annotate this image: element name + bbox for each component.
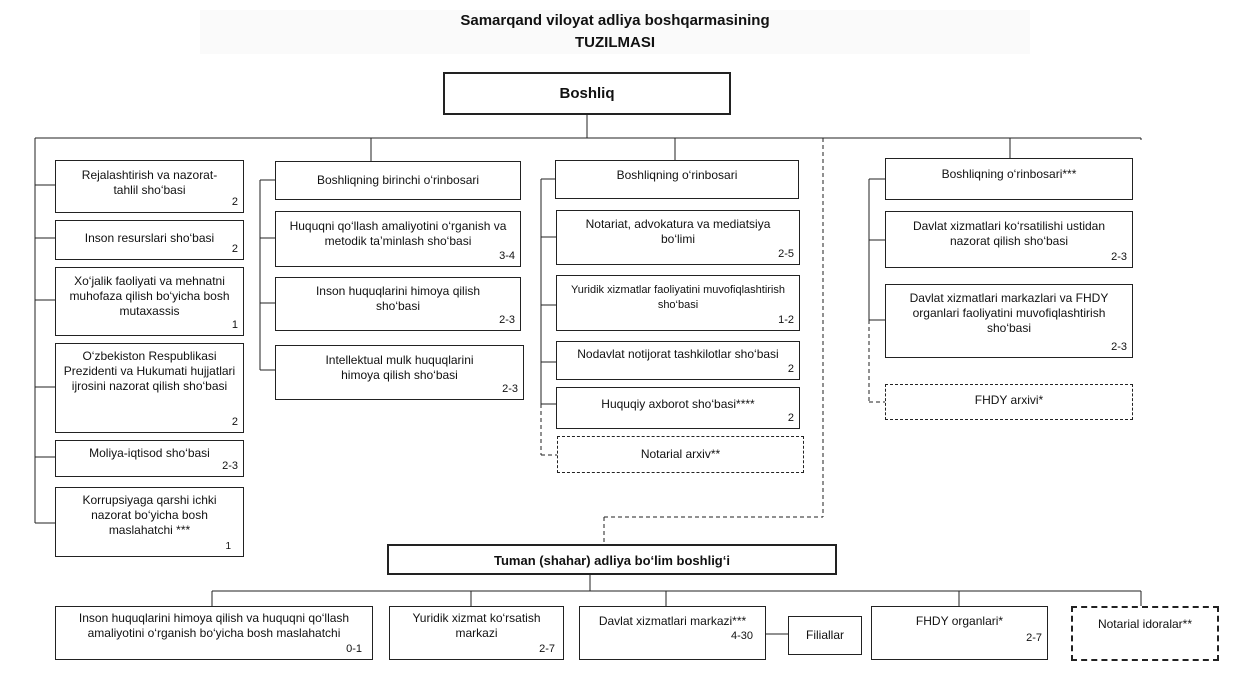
first-deputy-label: Boshliqning birinchi o‘rinbosari bbox=[316, 173, 480, 187]
unit-label: O‘zbekiston Respublikasi Prezidenti va H… bbox=[63, 349, 236, 393]
deputy2-unit-1: Davlat xizmatlari ko‘rsatilishi ustidan … bbox=[885, 211, 1133, 268]
unit-staff: 0-1 bbox=[346, 643, 362, 655]
deputy-unit-4: Huquqiy axborot sho‘basi**** 2 bbox=[556, 387, 800, 429]
unit-label: Moliya-iqtisod sho‘basi bbox=[89, 446, 210, 460]
unit-staff: 2-5 bbox=[778, 248, 794, 260]
head-box: Boshliq bbox=[443, 72, 731, 115]
deputy-unit-3: Nodavlat notijorat tashkilotlar sho‘basi… bbox=[556, 341, 800, 380]
unit-label: Nodavlat notijorat tashkilotlar sho‘basi bbox=[577, 347, 779, 361]
notarial-archive-box: Notarial arxiv** bbox=[557, 436, 804, 473]
unit-staff: 1-2 bbox=[778, 314, 794, 326]
deputy-box: Boshliqning o‘rinbosari bbox=[555, 160, 799, 199]
unit-label: Davlat xizmatlari markazlari va FHDY org… bbox=[909, 291, 1109, 335]
unit-label: Yuridik xizmat ko‘rsatish markazi bbox=[412, 611, 541, 640]
unit-staff: 2 bbox=[231, 243, 238, 255]
unit-label: Yuridik xizmatlar faoliyatini muvofiqlas… bbox=[571, 284, 785, 311]
unit-staff: 4-30 bbox=[730, 630, 753, 642]
district-unit-2: Yuridik xizmat ko‘rsatish markazi 2-7 bbox=[389, 606, 564, 660]
unit-label: Xo‘jalik faoliyati va mehnatni muhofaza … bbox=[69, 274, 230, 318]
left-unit-4: O‘zbekiston Respublikasi Prezidenti va H… bbox=[55, 343, 244, 433]
unit-label: Intellektual mulk huquqlarini himoya qil… bbox=[325, 353, 474, 382]
deputy2-unit-2: Davlat xizmatlari markazlari va FHDY org… bbox=[885, 284, 1133, 358]
district-head-label: Tuman (shahar) adliya bo‘lim boshlig‘i bbox=[494, 553, 730, 568]
fhdy-archive-box: FHDY arxivi* bbox=[885, 384, 1133, 420]
unit-staff: 2 bbox=[787, 412, 794, 424]
first-deputy-unit-3: Intellektual mulk huquqlarini himoya qil… bbox=[275, 345, 524, 400]
unit-staff: 2 bbox=[231, 416, 238, 428]
unit-label: Filiallar bbox=[805, 628, 844, 642]
unit-staff: 2 bbox=[787, 363, 794, 375]
district-unit-3: Davlat xizmatlari markazi*** 4-30 bbox=[579, 606, 766, 660]
unit-staff: 2-3 bbox=[222, 460, 238, 472]
left-unit-6: Korrupsiyaga qarshi ichki nazorat bo‘yic… bbox=[55, 487, 244, 557]
district-unit-4: Filiallar bbox=[788, 616, 862, 655]
unit-staff: 2-3 bbox=[502, 383, 518, 395]
unit-staff: 3-4 bbox=[499, 250, 515, 262]
head-label: Boshliq bbox=[559, 85, 615, 102]
left-unit-3: Xo‘jalik faoliyati va mehnatni muhofaza … bbox=[55, 267, 244, 336]
first-deputy-unit-2: Inson huquqlarini himoya qilish sho‘basi… bbox=[275, 277, 521, 331]
unit-label: Notarial idoralar** bbox=[1097, 617, 1193, 631]
unit-staff: 2-3 bbox=[1111, 341, 1127, 353]
unit-staff: 1 bbox=[225, 541, 231, 552]
unit-label: Notariat, advokatura va mediatsiya bo‘li… bbox=[585, 217, 771, 246]
unit-staff: 2-7 bbox=[539, 643, 555, 655]
unit-label: Huquqni qo‘llash amaliyotini o‘rganish v… bbox=[289, 219, 507, 248]
district-unit-1: Inson huquqlarini himoya qilish va huquq… bbox=[55, 606, 373, 660]
left-unit-5: Moliya-iqtisod sho‘basi 2-3 bbox=[55, 440, 244, 477]
unit-staff: 2-3 bbox=[1111, 251, 1127, 263]
unit-label: Inson huquqlarini himoya qilish va huquq… bbox=[78, 611, 350, 640]
unit-label: Davlat xizmatlari ko‘rsatilishi ustidan … bbox=[912, 219, 1106, 248]
deputy-unit-2: Yuridik xizmatlar faoliyatini muvofiqlas… bbox=[556, 275, 800, 331]
unit-label: Huquqiy axborot sho‘basi**** bbox=[601, 397, 755, 411]
unit-label: Korrupsiyaga qarshi ichki nazorat bo‘yic… bbox=[82, 493, 217, 537]
unit-staff: 2 bbox=[231, 196, 238, 208]
district-head-box: Tuman (shahar) adliya bo‘lim boshlig‘i bbox=[387, 544, 837, 575]
unit-label: Inson huquqlarini himoya qilish sho‘basi bbox=[315, 284, 481, 313]
first-deputy-unit-1: Huquqni qo‘llash amaliyotini o‘rganish v… bbox=[275, 211, 521, 267]
unit-staff: 2-7 bbox=[1026, 632, 1042, 644]
first-deputy-box: Boshliqning birinchi o‘rinbosari bbox=[275, 161, 521, 200]
title-line-1: Samarqand viloyat adliya boshqarmasining bbox=[460, 12, 770, 29]
district-unit-6: Notarial idoralar** bbox=[1071, 606, 1219, 661]
chart-title: Samarqand viloyat adliya boshqarmasining… bbox=[200, 10, 1030, 54]
unit-staff: 1 bbox=[231, 319, 238, 331]
title-line-2: TUZILMASI bbox=[575, 34, 655, 51]
unit-label: Davlat xizmatlari markazi*** bbox=[598, 614, 747, 628]
notarial-archive-label: Notarial arxiv** bbox=[640, 447, 721, 461]
left-unit-1: Rejalashtirish va nazorat-tahlil sho‘bas… bbox=[55, 160, 244, 213]
deputy-unit-1: Notariat, advokatura va mediatsiya bo‘li… bbox=[556, 210, 800, 265]
left-unit-2: Inson resurslari sho‘basi 2 bbox=[55, 220, 244, 260]
fhdy-archive-label: FHDY arxivi* bbox=[974, 393, 1044, 407]
deputy2-label: Boshliqning o‘rinbosari*** bbox=[941, 167, 1077, 181]
unit-label: Rejalashtirish va nazorat-tahlil sho‘bas… bbox=[81, 168, 218, 197]
unit-staff: 2-3 bbox=[499, 314, 515, 326]
deputy-label: Boshliqning o‘rinbosari bbox=[616, 168, 738, 182]
unit-label: Inson resurslari sho‘basi bbox=[84, 231, 215, 245]
district-unit-5: FHDY organlari* 2-7 bbox=[871, 606, 1048, 660]
unit-label: FHDY organlari* bbox=[915, 614, 1004, 628]
deputy2-box: Boshliqning o‘rinbosari*** bbox=[885, 158, 1133, 200]
